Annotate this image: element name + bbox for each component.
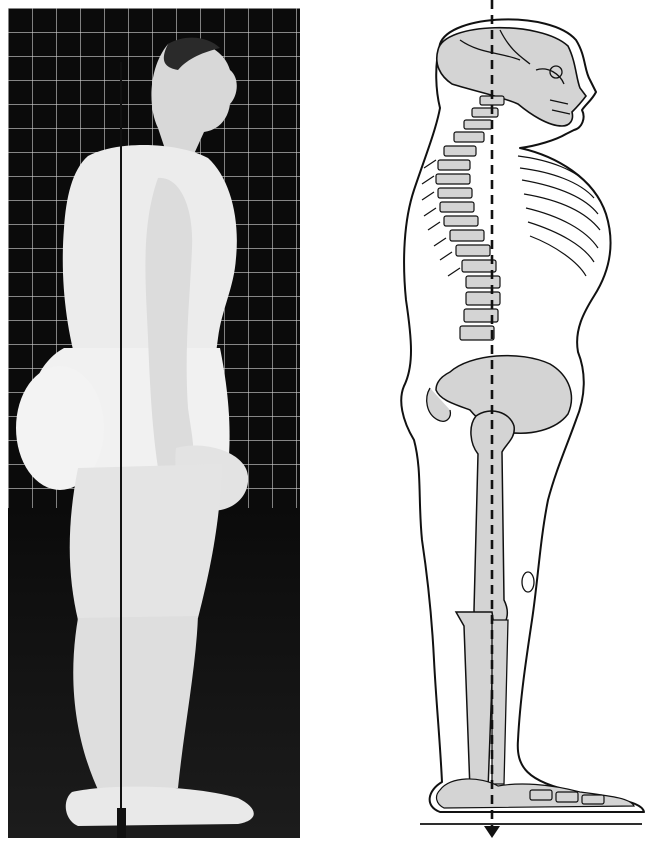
foot-bones	[437, 779, 634, 808]
posture-photograph	[8, 8, 300, 838]
posture-photograph-svg	[8, 8, 300, 838]
plumb-bob	[117, 808, 126, 838]
skull	[437, 28, 586, 126]
patella	[522, 572, 534, 592]
fibula	[492, 620, 508, 784]
gravity-arrow-icon	[484, 826, 500, 838]
skeleton-drawing	[380, 0, 650, 843]
ribs	[518, 156, 600, 276]
skeleton-drawing-svg	[380, 0, 650, 843]
tibia	[456, 612, 494, 790]
